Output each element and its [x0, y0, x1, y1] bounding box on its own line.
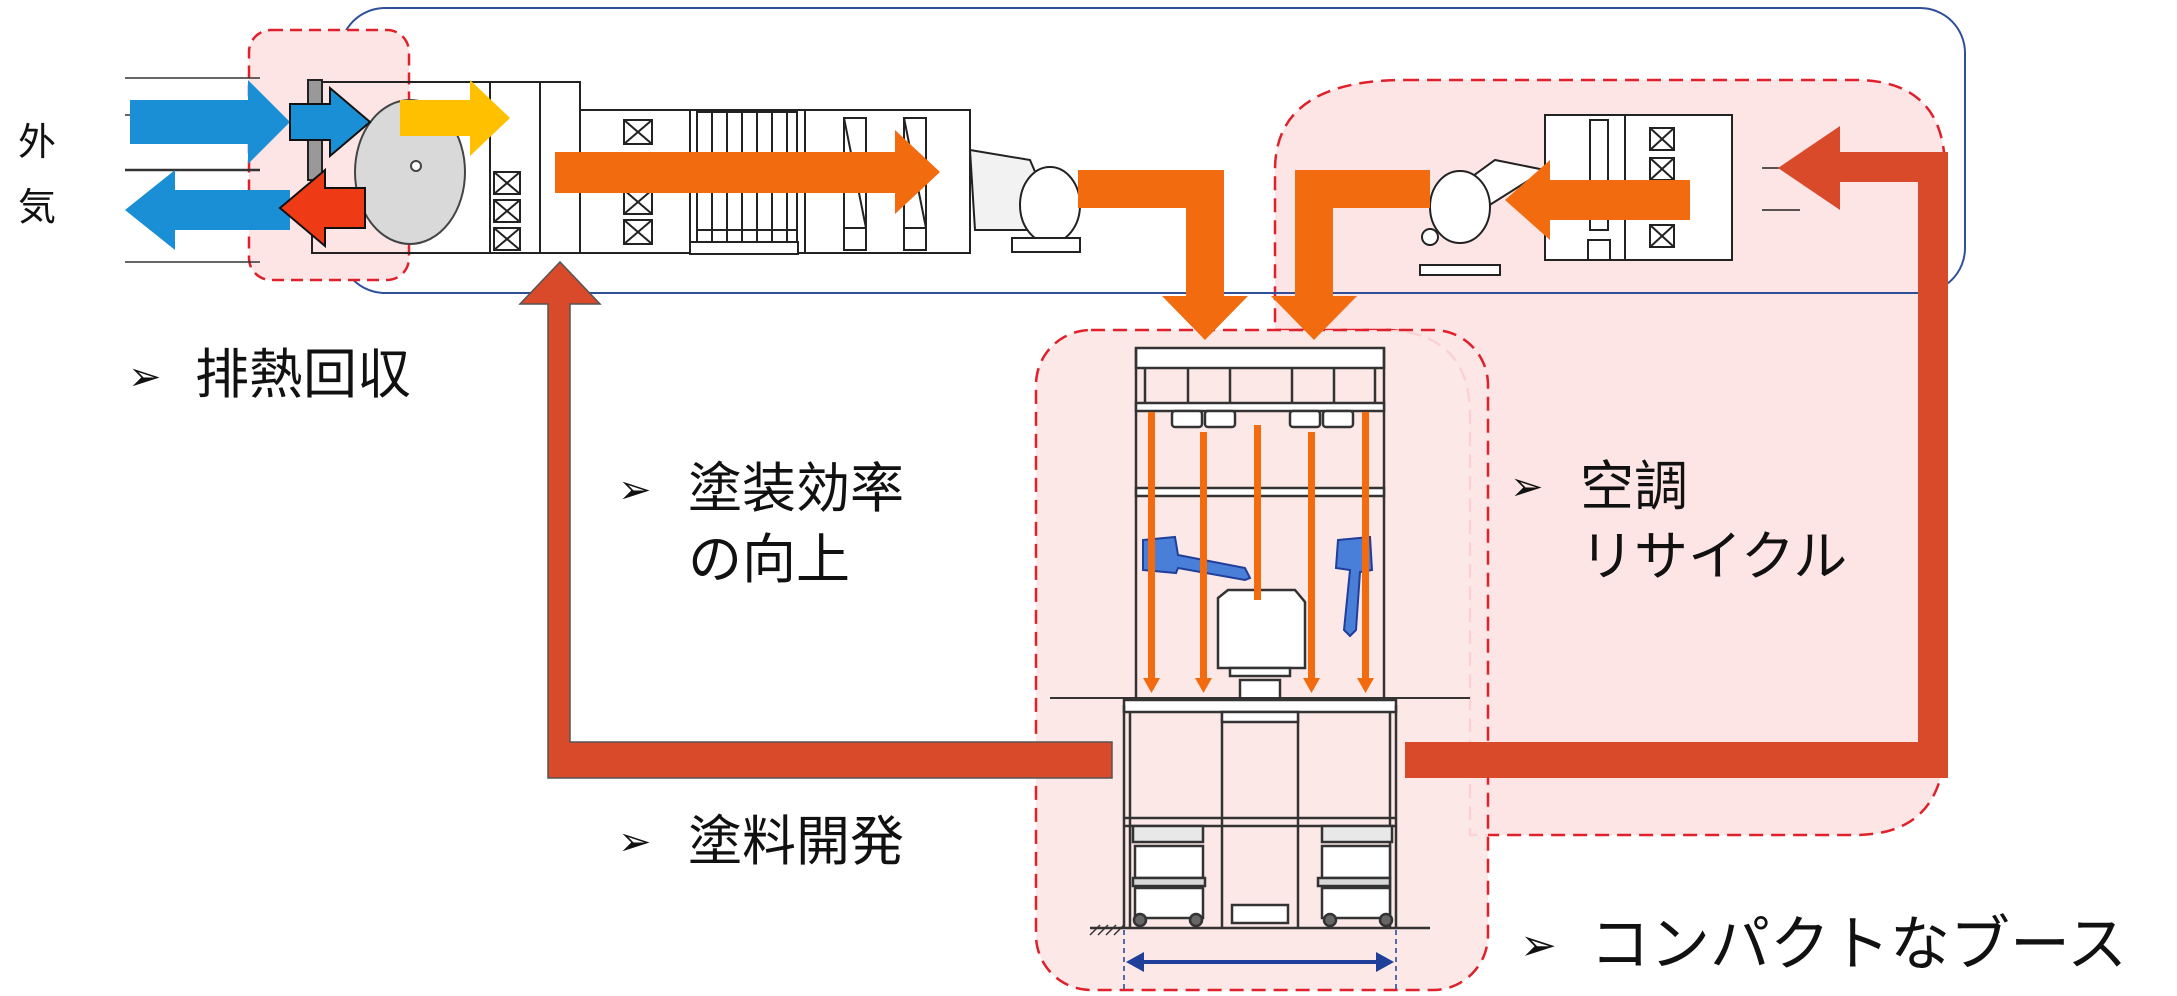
- heat-recovery-label: 排熱回収: [195, 343, 411, 406]
- supply-air-arrow: [555, 130, 940, 214]
- air-recycle-label-1: 空調: [1580, 455, 1688, 518]
- coating-efficiency-label-2: の向上: [688, 528, 850, 591]
- exhaust-return-arrow: [518, 260, 1113, 779]
- supply-duct-arrow: [1078, 170, 1248, 340]
- compact-booth-label: コンパクトなブース: [1590, 910, 2127, 980]
- air-recycle-label-2: リサイクル: [1580, 525, 1847, 588]
- coating-efficiency-label-1: 塗装効率: [688, 457, 904, 520]
- paint-development-label: 塗料開発: [688, 810, 904, 873]
- paint-object-icon: [1216, 588, 1307, 670]
- bullet: ➢: [618, 819, 652, 865]
- recycle-duct-arrow: [1271, 170, 1430, 340]
- bullet: ➢: [128, 354, 162, 400]
- recycle-unit-arrow: [1505, 160, 1690, 240]
- outside-air-arrows: [125, 80, 510, 250]
- bullet: ➢: [1520, 920, 1557, 971]
- booth-downflow: [1143, 412, 1374, 693]
- booth-width-dimension: [1123, 930, 1397, 990]
- outside-air-label-1: 外: [18, 120, 56, 164]
- bullet: ➢: [1510, 464, 1544, 510]
- robot-arm-icon: [1142, 535, 1252, 582]
- paint-booth: [1050, 346, 1470, 936]
- bullet: ➢: [618, 467, 652, 513]
- outside-air-label-2: 気: [18, 185, 56, 229]
